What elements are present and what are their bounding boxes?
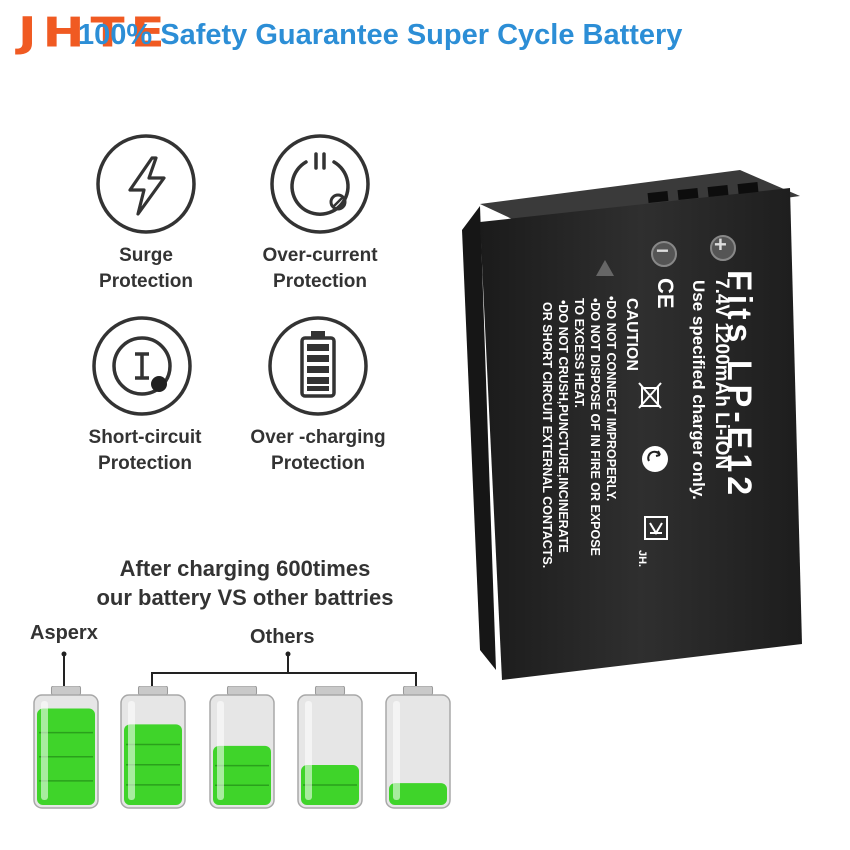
battery-cell-asperx — [33, 685, 99, 810]
cell-cap — [314, 685, 346, 696]
jh-mark: JH. — [636, 550, 648, 568]
feature-overcharging: Over -charging Protection — [218, 425, 418, 477]
caution-line-4: •DO NOT CRUSH,PUNCTURE,INCINERATE — [556, 300, 570, 553]
feature-overcurrent: Over-current Protection — [220, 243, 420, 295]
cell-highlight — [217, 701, 224, 800]
comparison-title: After charging 600times our battery VS o… — [40, 555, 450, 612]
cell-highlight — [393, 701, 400, 800]
feature-overcurrent-line1: Over-current — [262, 245, 378, 266]
caution-line-1: •DO NOT CONNECT IMPROPERLY. — [604, 296, 618, 502]
caution-title: CAUTION — [623, 298, 640, 371]
cell-charge-fill — [389, 783, 447, 805]
battery-body — [462, 170, 802, 680]
caution-line-5: OR SHORT CIRCUIT EXTERNAL CONTACTS. — [540, 302, 554, 569]
cell-cap — [226, 685, 258, 696]
feature-overcharging-line2: Protection — [271, 453, 365, 475]
feature-overcurrent-line2: Protection — [273, 271, 367, 293]
cell-casing — [385, 694, 451, 809]
brand-logo: JHTE — [18, 8, 171, 57]
feature-short-circuit: Short-circuit Protection — [45, 425, 245, 477]
ours-label: Asperx — [30, 622, 98, 644]
battery-cell-other-1 — [120, 685, 186, 810]
cert-mark-icon — [644, 516, 668, 540]
cell-highlight — [41, 701, 48, 800]
battery-cell-other-4 — [385, 685, 451, 810]
lightning-bolt-icon — [96, 134, 196, 234]
headline: 100% Safety Guarantee Super Cycle Batter… — [78, 19, 683, 51]
battery-cell-graphic — [33, 685, 99, 809]
recycle-icon — [642, 446, 668, 472]
battery-cell-graphic — [120, 685, 186, 809]
short-circuit-icon — [92, 316, 192, 416]
ce-mark: CE — [653, 278, 678, 309]
battery-cell-graphic — [385, 685, 451, 809]
feature-overcharging-line1: Over -charging — [250, 427, 386, 448]
cell-highlight — [305, 701, 312, 800]
caution-line-2: •DO NOT DISPOSE OF IN FIRE OR EXPOSE — [588, 298, 602, 556]
feature-surge: Surge Protection — [46, 243, 246, 295]
others-label: Others — [250, 626, 315, 648]
plus-terminal-symbol: + — [714, 232, 727, 257]
battery-cell-other-2 — [209, 685, 275, 810]
feature-short-circuit-line2: Protection — [98, 453, 192, 475]
cell-highlight — [128, 701, 135, 800]
recycle-bin-crossed-icon — [638, 382, 662, 409]
battery-spec: 7.4V 1200mAh Li-ION — [711, 278, 732, 470]
battery-charger-note: Use specified charger only. — [689, 280, 708, 500]
battery-cell-graphic — [297, 685, 363, 809]
caution-line-3: TO EXCESS HEAT. — [572, 298, 586, 408]
product-battery: − + Fits LP-E12 7.4V 1200mAh Li-ION Use … — [440, 150, 850, 710]
feature-short-circuit-line1: Short-circuit — [88, 427, 202, 448]
battery-cell-graphic — [209, 685, 275, 809]
cell-cap — [50, 685, 82, 696]
battery-levels-icon — [268, 316, 368, 416]
minus-terminal-symbol: − — [656, 238, 669, 263]
power-cycle-icon — [270, 134, 370, 234]
battery-cell-other-3 — [297, 685, 363, 810]
cell-charge-fill — [213, 745, 271, 805]
comparison-title-line2: our battery VS other battries — [96, 584, 394, 610]
comparison-title-line1: After charging 600times — [119, 556, 371, 581]
cell-cap — [137, 685, 169, 696]
cell-cap — [402, 685, 434, 696]
feature-surge-line2: Protection — [99, 271, 193, 293]
feature-surge-line1: Surge — [119, 245, 173, 266]
